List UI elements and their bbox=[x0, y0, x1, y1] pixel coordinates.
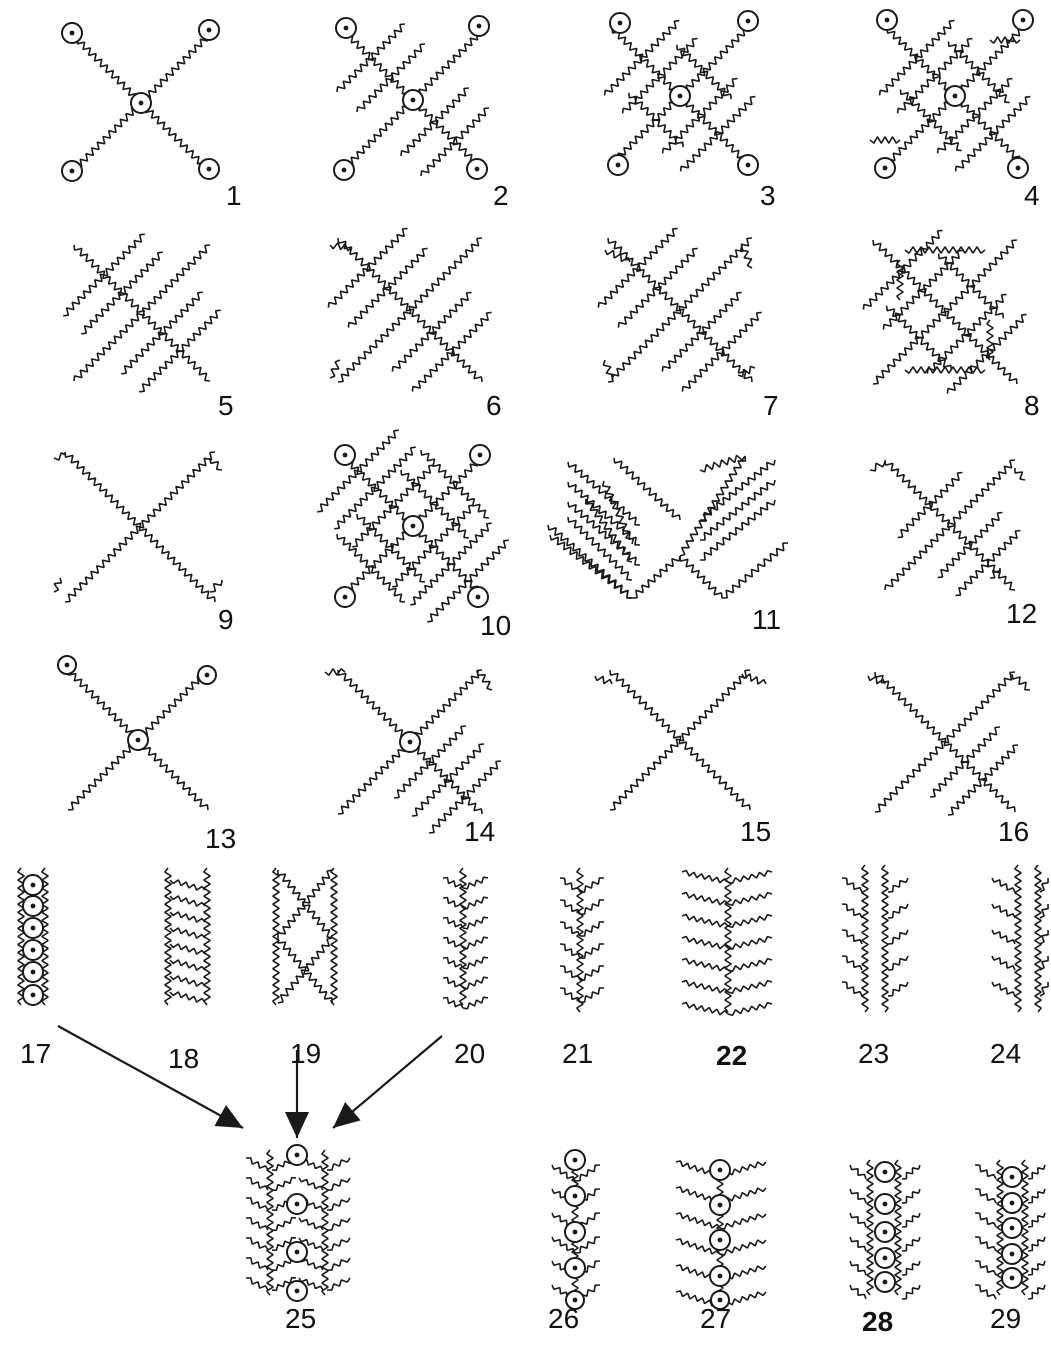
figure-26 bbox=[552, 1150, 600, 1309]
label-11: 11 bbox=[752, 606, 781, 634]
label-4: 4 bbox=[1024, 182, 1040, 210]
label-22: 22 bbox=[716, 1042, 747, 1070]
figure-17 bbox=[18, 868, 48, 1005]
label-5: 5 bbox=[218, 392, 234, 420]
label-9: 9 bbox=[218, 606, 234, 634]
label-8: 8 bbox=[1024, 392, 1040, 420]
label-13: 13 bbox=[205, 825, 236, 853]
label-12: 12 bbox=[1006, 600, 1037, 628]
label-27: 27 bbox=[700, 1305, 731, 1333]
figure-8 bbox=[863, 230, 1026, 393]
figure-18 bbox=[165, 868, 210, 1005]
figure-4 bbox=[870, 10, 1033, 178]
label-16: 16 bbox=[998, 818, 1029, 846]
label-17: 17 bbox=[20, 1040, 51, 1068]
arrow-20-to-25 bbox=[333, 1036, 442, 1128]
figure-23 bbox=[842, 865, 908, 1012]
label-28: 28 bbox=[862, 1308, 893, 1336]
figure-24 bbox=[992, 865, 1048, 1012]
figure-19 bbox=[273, 868, 337, 1005]
figure-21 bbox=[560, 868, 604, 1012]
arrow-17-to-25 bbox=[58, 1026, 243, 1128]
label-24: 24 bbox=[990, 1040, 1021, 1068]
figure-15 bbox=[595, 670, 766, 810]
figure-22 bbox=[682, 868, 772, 1015]
label-7: 7 bbox=[763, 392, 779, 420]
label-23: 23 bbox=[858, 1040, 889, 1068]
label-21: 21 bbox=[562, 1040, 593, 1068]
figure-2 bbox=[334, 16, 489, 180]
label-29: 29 bbox=[990, 1305, 1021, 1333]
label-10: 10 bbox=[480, 612, 511, 640]
label-26: 26 bbox=[548, 1305, 579, 1333]
arrows bbox=[58, 1026, 442, 1138]
label-14: 14 bbox=[464, 818, 495, 846]
figure-20 bbox=[443, 868, 488, 1009]
figure-11 bbox=[548, 455, 788, 598]
label-18: 18 bbox=[168, 1045, 199, 1073]
label-15: 15 bbox=[740, 818, 771, 846]
figure-13 bbox=[58, 656, 216, 810]
figure-27 bbox=[676, 1160, 766, 1309]
figure-9 bbox=[54, 452, 222, 602]
figure-28 bbox=[850, 1160, 920, 1299]
label-20: 20 bbox=[454, 1040, 485, 1068]
figure-29 bbox=[975, 1160, 1045, 1299]
figure-10 bbox=[317, 430, 509, 622]
label-25: 25 bbox=[285, 1305, 316, 1333]
label-6: 6 bbox=[486, 392, 502, 420]
figure-25 bbox=[246, 1145, 350, 1301]
figure-12 bbox=[870, 460, 1025, 596]
label-1: 1 bbox=[226, 182, 242, 210]
figure-6 bbox=[328, 228, 491, 391]
label-3: 3 bbox=[760, 182, 776, 210]
label-19: 19 bbox=[290, 1040, 321, 1068]
figure-14 bbox=[325, 669, 501, 833]
figure-16 bbox=[868, 672, 1030, 815]
label-2: 2 bbox=[493, 182, 509, 210]
figure-7 bbox=[598, 228, 761, 391]
figure-1 bbox=[62, 20, 219, 181]
figure-3 bbox=[605, 11, 758, 175]
figure-5 bbox=[63, 234, 221, 392]
